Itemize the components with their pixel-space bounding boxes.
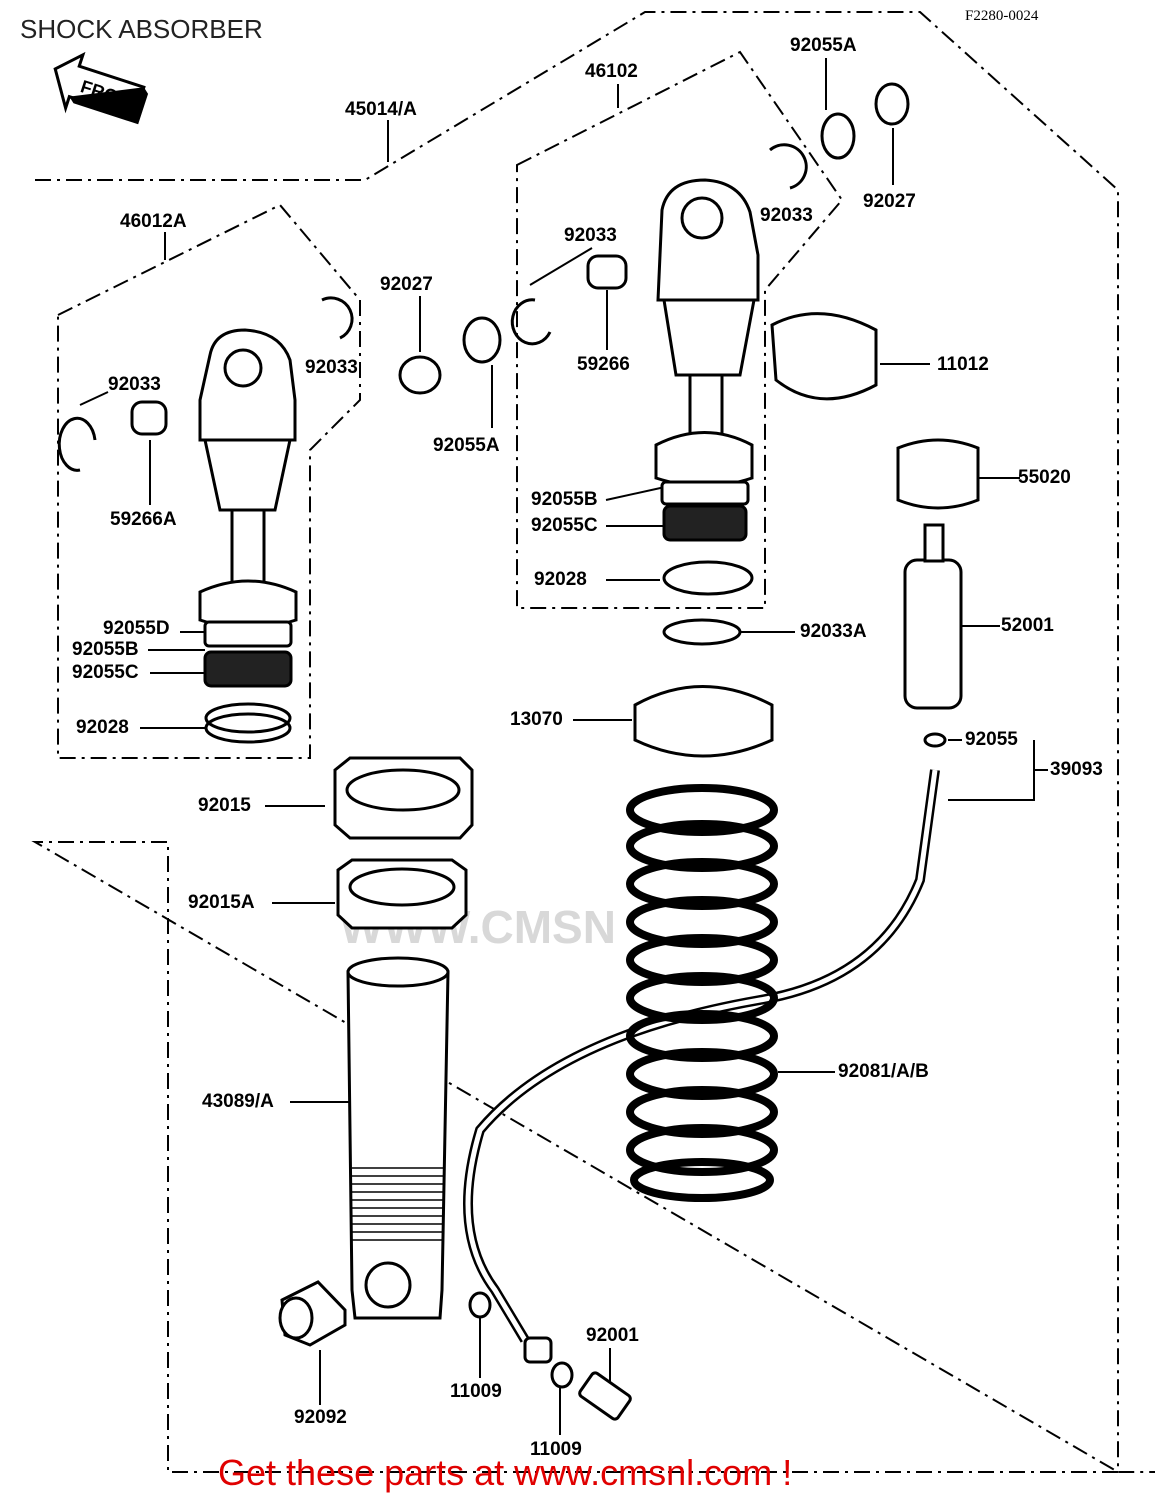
label-55020: 55020	[1018, 467, 1071, 488]
label-92033-left-ring: 92033	[305, 357, 358, 378]
label-92015A: 92015A	[188, 892, 255, 913]
reservoir-52001	[903, 558, 963, 710]
cap-11012	[770, 312, 878, 401]
washer-92027-right	[874, 82, 910, 126]
label-92027-right: 92027	[863, 191, 916, 212]
left-snap-ring-upper	[321, 296, 354, 340]
label-92033A: 92033A	[800, 621, 867, 642]
label-92055B-left: 92055B	[72, 639, 139, 660]
label-46012A: 46012A	[120, 211, 187, 232]
washer-92027	[398, 355, 442, 395]
label-43089A: 43089/A	[202, 1091, 274, 1112]
label-52001: 52001	[1001, 615, 1054, 636]
left-shock-top-mount	[198, 328, 298, 688]
ring-92055A	[462, 316, 502, 364]
label-92055C-right: 92055C	[531, 515, 598, 536]
spring-92081AB	[626, 784, 778, 1202]
label-92033-mid: 92033	[564, 225, 617, 246]
right-shock-top-mount	[654, 178, 760, 542]
label-92028-right: 92028	[534, 569, 587, 590]
right-ring-92028	[662, 560, 754, 596]
snap-ring-92033-mid	[510, 298, 552, 346]
right-subassembly-boundary	[516, 50, 844, 609]
bushing-59266	[586, 254, 628, 290]
label-13070: 13070	[510, 709, 563, 730]
label-92055D: 92055D	[103, 618, 170, 639]
label-59266: 59266	[577, 354, 630, 375]
banjo-bolt-92001	[578, 1371, 632, 1421]
label-92092: 92092	[294, 1407, 347, 1428]
label-11009-b: 11009	[530, 1439, 582, 1460]
left-subassembly-boundary	[57, 203, 361, 759]
spring-seat-13070	[633, 685, 774, 758]
label-39093: 39093	[1050, 759, 1103, 780]
label-45014A: 45014/A	[345, 99, 417, 120]
label-92055: 92055	[965, 729, 1018, 750]
label-11012: 11012	[937, 354, 989, 375]
reservoir-valve	[923, 523, 945, 563]
left-ring-92028	[204, 702, 292, 734]
footer-link[interactable]: Get these parts at www.cmsnl.com !	[218, 1452, 793, 1493]
label-92055B-right: 92055B	[531, 489, 598, 510]
ring-92055A-top	[820, 112, 856, 160]
label-92055A-top: 92055A	[790, 35, 857, 56]
label-92055A-mid: 92055A	[433, 435, 500, 456]
label-59266A: 59266A	[110, 509, 177, 530]
washer-11009-b	[550, 1361, 574, 1389]
label-92081AB: 92081/A/B	[838, 1061, 929, 1082]
label-11009-a: 11009	[450, 1381, 502, 1402]
snap-ring-92033-upper-right	[769, 143, 808, 190]
label-92033-upper-right: 92033	[760, 205, 813, 226]
label-46102: 46102	[585, 61, 638, 82]
label-92033-left: 92033	[108, 374, 161, 395]
washer-92055	[923, 732, 947, 748]
label-92055C-left: 92055C	[72, 662, 139, 683]
label-92027-mid: 92027	[380, 274, 433, 295]
banjo-fitting	[523, 1336, 553, 1364]
cap-55020	[896, 438, 980, 510]
shock-body-43089A	[346, 956, 450, 1320]
label-92015: 92015	[198, 795, 251, 816]
diagram-code: F2280-0024	[965, 8, 1039, 24]
label-92001: 92001	[586, 1325, 639, 1346]
page-title: SHOCK ABSORBER	[20, 14, 263, 44]
label-92028-left: 92028	[76, 717, 129, 738]
bushing-92092	[278, 1280, 347, 1347]
left-snap-ring-92033	[57, 416, 97, 472]
front-arrow-icon: FRONT	[53, 51, 149, 125]
snap-ring-92033A	[662, 618, 742, 646]
washer-11009-a	[468, 1291, 492, 1319]
bushing-59266A	[130, 400, 168, 436]
